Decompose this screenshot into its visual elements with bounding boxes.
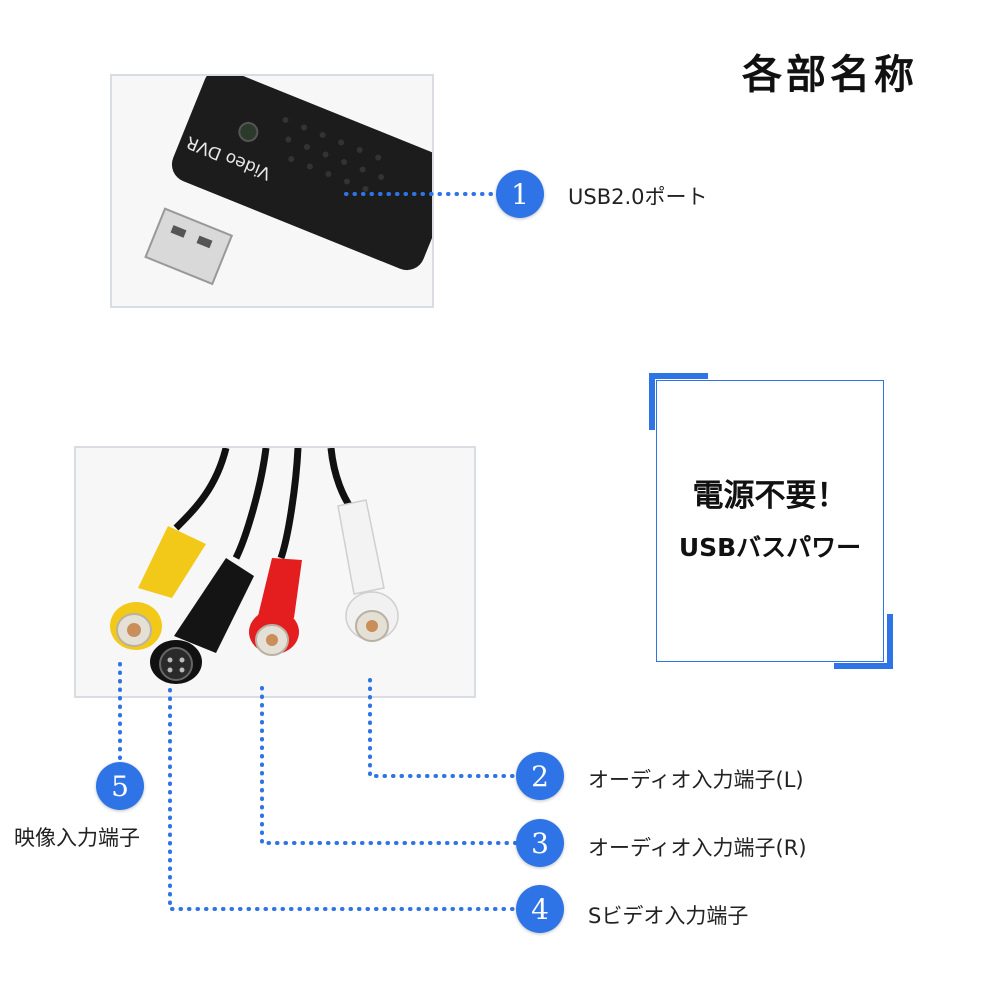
yellow-rca-plug [110,526,206,650]
red-rca-plug [249,558,302,656]
part-badge-5: 5 [96,762,144,810]
callout-subline: USBバスパワー [678,533,862,562]
connector-line-3 [260,686,518,845]
part-badge-2: 2 [516,752,564,800]
part-label-4: Sビデオ入力端子 [588,904,749,928]
rca-cables-illustration [110,447,399,684]
power-callout-box [656,380,884,662]
callout-headline: 電源不要！ [692,478,848,514]
cables-photo [74,446,476,698]
usb-plug [144,207,234,286]
part-badge-3: 3 [516,819,564,867]
led-indicator [238,121,259,142]
callout-corner-accents [649,373,893,669]
part-badge-4: 4 [516,885,564,933]
page-title: 各部名称 [742,52,918,98]
part-badge-1: 1 [496,170,544,218]
connector-line-4 [168,688,518,911]
part-label-3: オーディオ入力端子(R) [588,836,807,860]
usb-dongle-illustration: Video DVR [144,68,457,286]
usb-device-photo: Video DVR [110,68,457,308]
part-label-5: 映像入力端子 [14,826,140,850]
part-label-1: USB2.0ポート [568,185,708,209]
part-label-2: オーディオ入力端子(L) [588,768,804,792]
dongle-body [171,68,457,271]
black-svideo-plug [150,558,254,684]
white-rca-plug [337,499,399,642]
connector-line-2 [368,678,518,778]
